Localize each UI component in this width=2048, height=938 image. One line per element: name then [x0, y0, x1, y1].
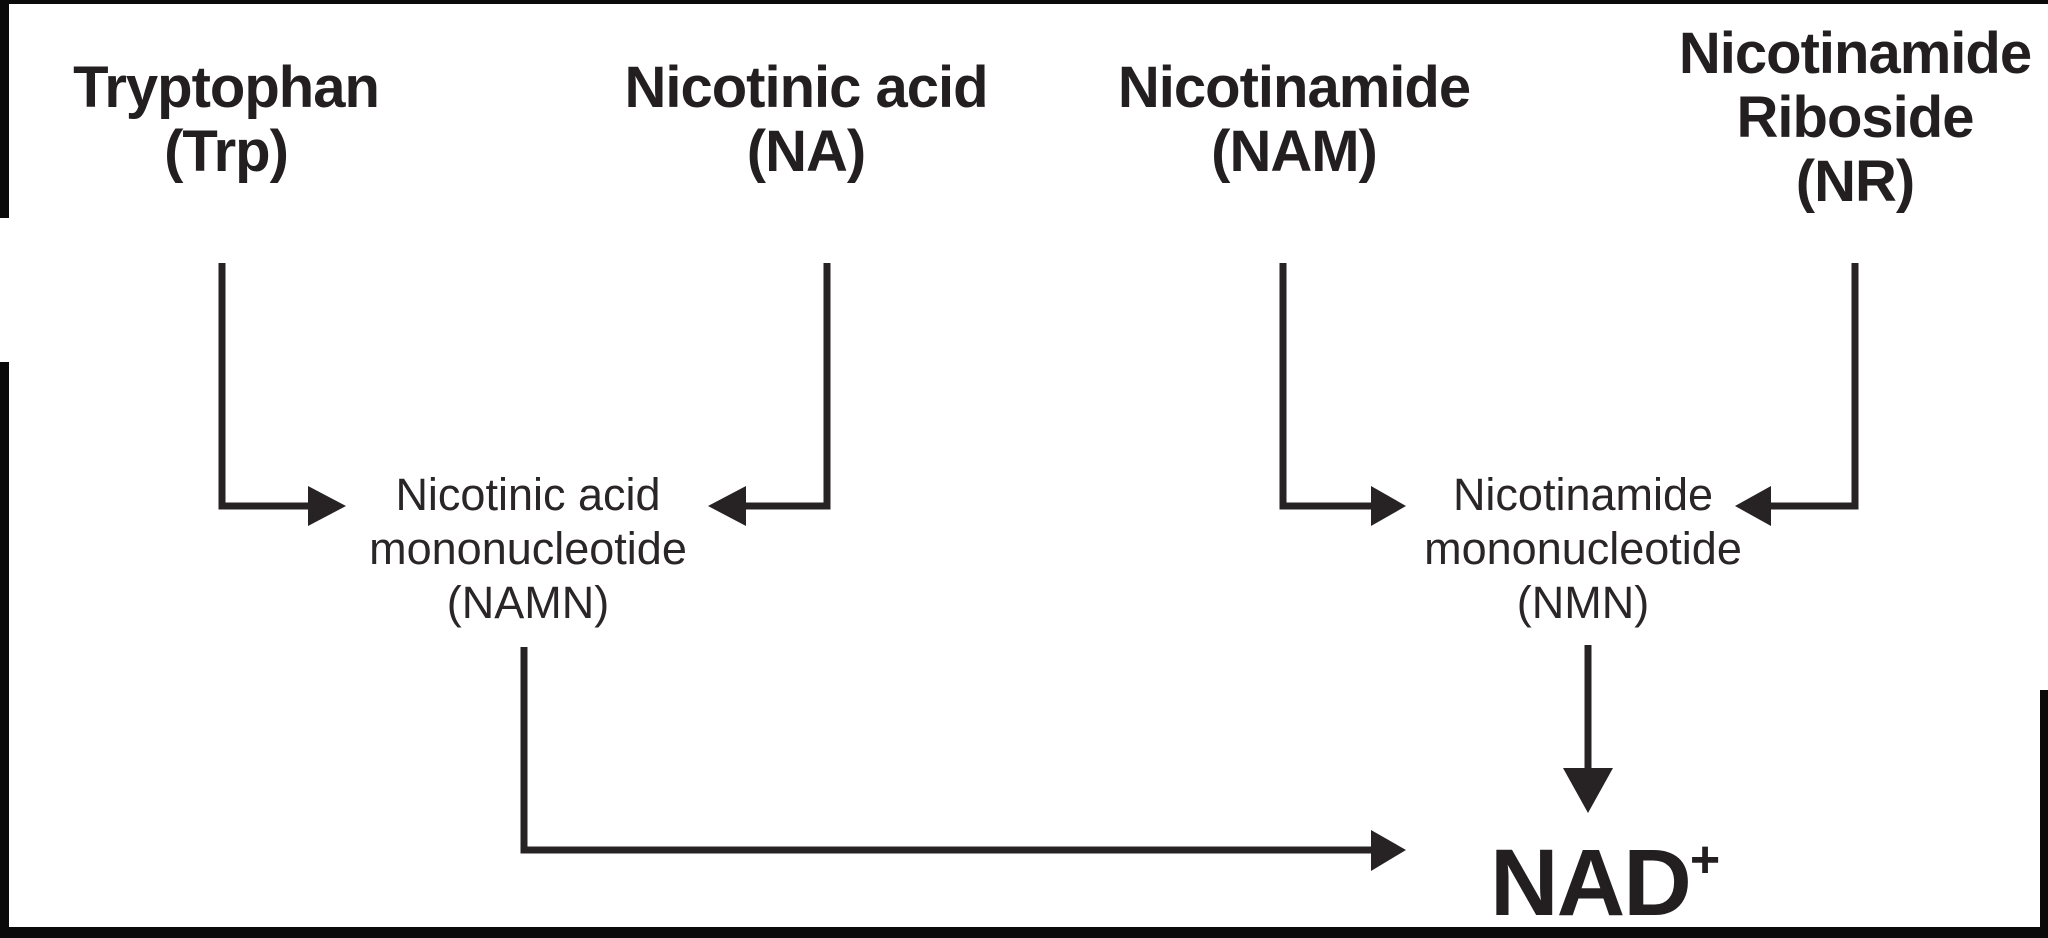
node-nad-superscript: +	[1689, 831, 1721, 889]
frame-bottom-border	[0, 927, 2048, 938]
node-nicotinamide-line2: (NAM)	[1211, 119, 1378, 184]
node-nmn-line2: mononucleotide	[1424, 523, 1742, 574]
node-namn: Nicotinic acid mononucleotide (NAMN)	[318, 468, 738, 630]
frame-right-border	[2040, 690, 2048, 938]
node-nicotinic-acid-line2: (NA)	[746, 119, 866, 184]
node-nad: NAD+	[1490, 834, 1720, 931]
node-nicotinamide-line1: Nicotinamide	[1117, 55, 1471, 120]
node-nicotinamide-riboside: Nicotinamide Riboside (NR)	[1645, 22, 2048, 214]
node-nicotinic-acid-line1: Nicotinic acid	[624, 55, 988, 120]
nr-to-nmn-arrow	[1735, 263, 1859, 526]
frame-left-border-upper	[0, 0, 9, 218]
node-tryptophan: Tryptophan (Trp)	[16, 56, 436, 184]
node-nicotinamide: Nicotinamide (NAM)	[1084, 56, 1504, 184]
node-tryptophan-line1: Tryptophan	[73, 55, 380, 120]
node-namn-line1: Nicotinic acid	[395, 469, 661, 520]
frame-left-border-lower	[0, 362, 9, 938]
trp-to-namn-arrow	[218, 263, 346, 526]
node-nicotinamide-riboside-line3: (NR)	[1795, 149, 1915, 214]
namn-to-nad-arrow	[520, 647, 1406, 871]
node-nmn: Nicotinamide mononucleotide (NMN)	[1373, 468, 1793, 630]
node-nicotinic-acid: Nicotinic acid (NA)	[596, 56, 1016, 184]
node-nicotinamide-riboside-line1: Nicotinamide	[1678, 21, 2032, 86]
node-namn-line2: mononucleotide	[369, 523, 687, 574]
node-nad-text: NAD	[1490, 830, 1692, 936]
node-nmn-line3: (NMN)	[1516, 577, 1650, 628]
frame-top-border	[0, 0, 2048, 4]
nmn-to-nad-arrow	[1563, 645, 1613, 813]
nam-to-nmn-arrow	[1279, 263, 1406, 526]
na-to-namn-arrow	[708, 263, 831, 526]
node-nmn-line1: Nicotinamide	[1452, 469, 1714, 520]
node-namn-line3: (NAMN)	[446, 577, 610, 628]
node-nicotinamide-riboside-line2: Riboside	[1736, 85, 1975, 150]
node-tryptophan-line2: (Trp)	[164, 119, 289, 184]
